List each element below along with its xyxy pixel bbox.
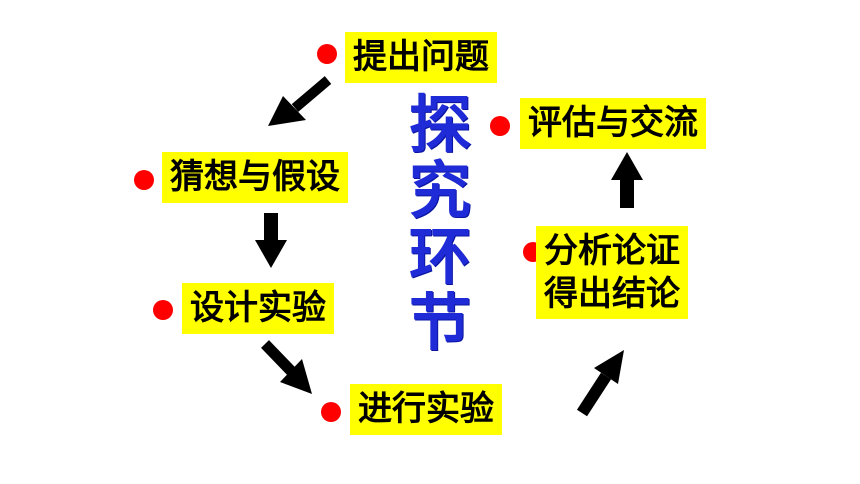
- arrow-1-to-2: [268, 76, 332, 126]
- step-box-1: 提出问题: [345, 32, 497, 83]
- title-char-1: 探: [408, 88, 471, 161]
- step-box-2: 猜想与假设: [162, 152, 348, 203]
- arrow-5-to-6: [611, 152, 643, 208]
- bullet-dot-1: [317, 44, 337, 64]
- step-label-2: 猜想与假设: [170, 157, 340, 197]
- step-label-1: 提出问题: [353, 37, 489, 77]
- step-box-5: 分析论证 得出结论: [536, 226, 688, 319]
- title-char-2: 究: [408, 154, 471, 227]
- title-char-4: 节: [408, 286, 471, 359]
- arrow-3-to-4: [261, 340, 312, 394]
- step-label-6: 评估与交流: [528, 103, 698, 143]
- step-box-3: 设计实验: [182, 283, 334, 334]
- step-box-6: 评估与交流: [520, 98, 706, 149]
- step-box-4: 进行实验: [350, 384, 502, 435]
- arrow-2-to-3: [255, 213, 287, 268]
- bullet-dot-2: [134, 170, 154, 190]
- step-label-4: 进行实验: [358, 389, 494, 429]
- vertical-title: 探 究 环 节: [405, 92, 475, 356]
- title-char-3: 环: [408, 220, 471, 293]
- arrow-4-to-5: [576, 350, 624, 417]
- step-label-3: 设计实验: [190, 288, 326, 328]
- step-label-5-line-1: 分析论证: [544, 231, 680, 271]
- bullet-dot-6: [490, 116, 510, 136]
- bullet-dot-4: [321, 402, 341, 422]
- step-label-5-line-2: 得出结论: [544, 273, 680, 314]
- bullet-dot-3: [153, 300, 173, 320]
